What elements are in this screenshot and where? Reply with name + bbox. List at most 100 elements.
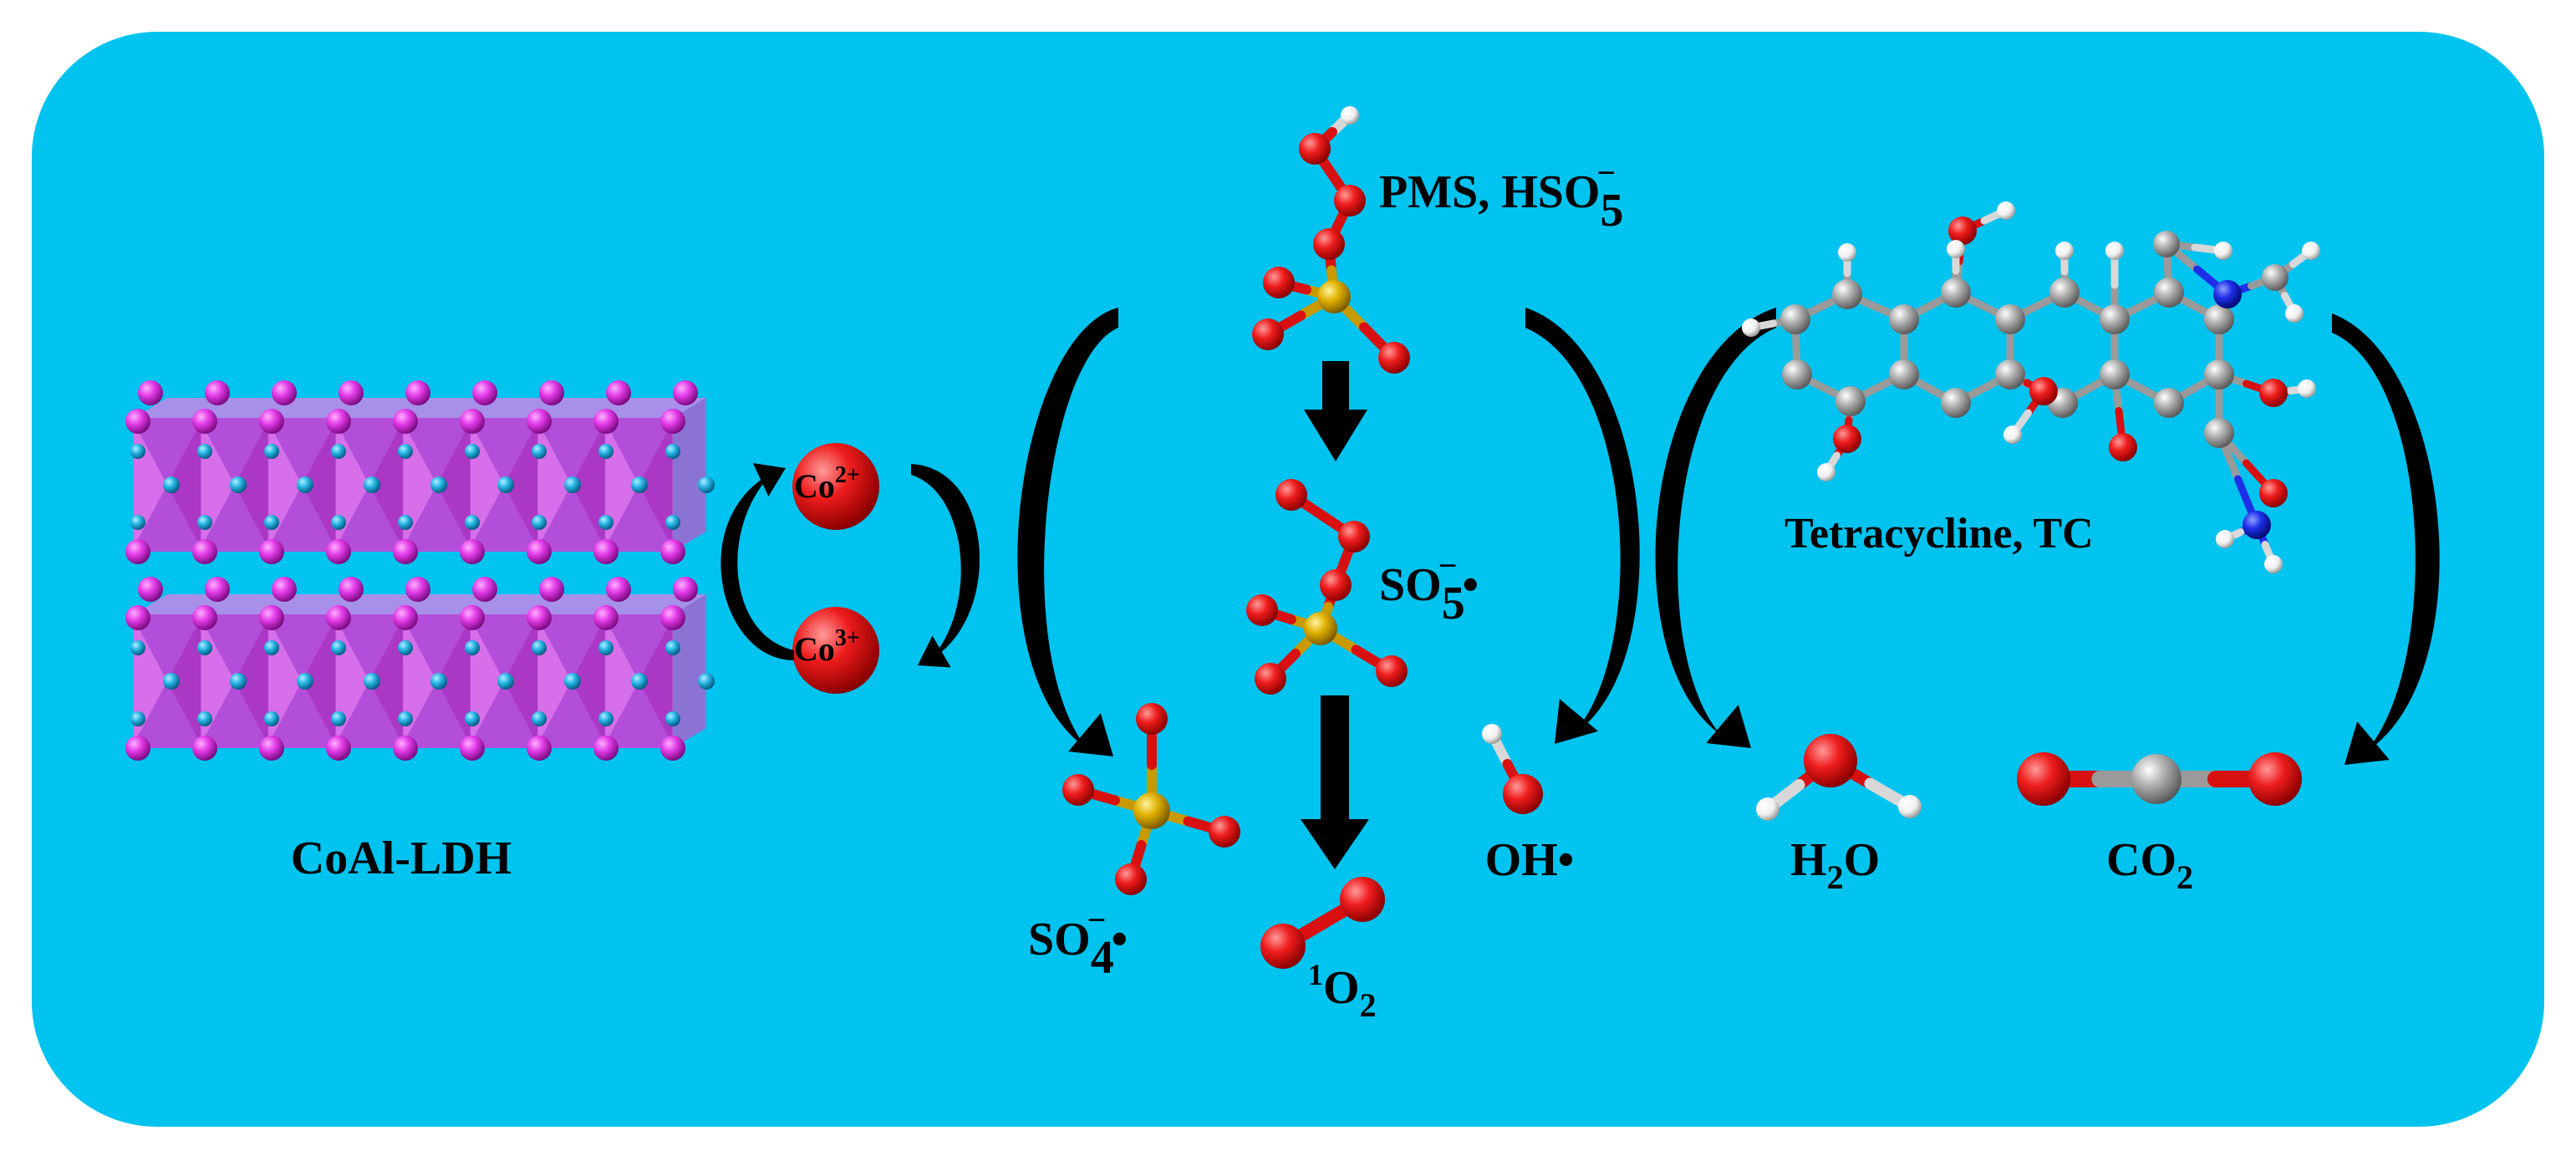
atom-o: [1313, 228, 1345, 260]
curved-arrow-co2-to-co3: [911, 464, 980, 660]
octahedron-facet: [436, 422, 471, 547]
metal-sphere: [532, 444, 547, 459]
atom-c: [2100, 359, 2130, 390]
octahedron-facet: [369, 619, 403, 744]
metal-sphere: [197, 711, 212, 726]
octahedron-facet: [167, 619, 201, 744]
atom-c: [1832, 279, 1862, 309]
oxygen-sphere: [259, 409, 284, 434]
atom-o: [2259, 379, 2288, 407]
oxygen-sphere: [326, 736, 351, 761]
metal-sphere: [598, 711, 613, 726]
peroxymonosulfate-radical-icon: [1246, 479, 1408, 695]
curved-arrow-to-co2: [2332, 313, 2440, 752]
octahedron-facet: [302, 422, 336, 547]
atom-h: [2055, 242, 2074, 260]
oxygen-sphere: [125, 409, 150, 434]
oxygen-sphere: [460, 539, 485, 564]
octahedron-facet: [369, 422, 403, 547]
metal-sphere: [130, 444, 145, 459]
oxygen-sphere: [138, 577, 163, 602]
oxygen-sphere: [272, 577, 297, 602]
metal-sphere: [230, 673, 247, 690]
atom-c: [2154, 278, 2184, 308]
metal-sphere: [297, 476, 313, 493]
oxygen-sphere: [593, 409, 619, 434]
oxygen-sphere: [472, 577, 497, 602]
atom-h: [2003, 425, 2022, 444]
atom-n: [2243, 511, 2271, 539]
metal-sphere: [163, 476, 180, 493]
octahedron-facet: [639, 422, 673, 547]
metal-sphere: [130, 711, 145, 726]
ion-sphere: [792, 443, 879, 530]
oxygen-sphere: [192, 605, 217, 630]
atom-h: [2302, 242, 2320, 260]
atom-o: [2109, 433, 2137, 461]
metal-sphere: [331, 711, 346, 726]
octahedron-facet: [167, 422, 201, 547]
oxygen-sphere: [205, 577, 230, 602]
arrowhead: [1706, 705, 1751, 748]
metal-sphere: [698, 673, 715, 690]
arrowhead: [1068, 713, 1113, 756]
atom-o: [1320, 569, 1352, 601]
co2plus-label: Co2+: [794, 462, 860, 505]
oxygen-sphere: [593, 605, 619, 630]
atom-o: [1209, 816, 1240, 848]
curved-arrow-to-water: [1655, 308, 1776, 736]
atom-o: [1948, 216, 1977, 245]
metal-sphere: [465, 640, 480, 655]
oxygen-sphere: [205, 380, 230, 405]
atom-o: [1804, 734, 1857, 787]
carbon-dioxide-icon: [2017, 752, 2302, 806]
metal-sphere: [430, 476, 447, 493]
atom-o: [1376, 655, 1408, 687]
metal-sphere: [331, 515, 346, 530]
oxygen-sphere: [326, 605, 351, 630]
cobalt-ion-icon: [792, 607, 879, 694]
so4-radical-label: SO4−•: [1028, 901, 1128, 984]
atom-c: [1835, 386, 1866, 416]
atom-o: [2017, 752, 2070, 806]
metal-sphere: [532, 711, 547, 726]
oxygen-sphere: [393, 539, 418, 564]
cobalt-redox-cycle: Co2+ Co3+: [792, 443, 879, 694]
atom-c: [1941, 278, 1971, 308]
carbon-dioxide-label: CO2: [2106, 834, 2193, 896]
co3plus-label: Co3+: [794, 625, 860, 668]
pollutant-label: Tetracycline, TC: [1784, 510, 2094, 558]
atom-o: [1340, 877, 1385, 922]
metal-sphere: [631, 673, 648, 690]
reaction-arrows: [720, 308, 2440, 869]
straight-arrow-shaft: [1322, 361, 1349, 411]
metal-sphere: [398, 444, 413, 459]
atom-h: [2214, 242, 2232, 260]
atom-h: [2298, 379, 2316, 398]
water-molecule-icon: [1756, 734, 1922, 821]
metal-sphere: [665, 711, 680, 726]
metal-sphere: [631, 476, 648, 493]
metal-sphere: [532, 515, 547, 530]
arrowhead: [918, 635, 951, 668]
oxygen-sphere: [405, 380, 430, 405]
metal-sphere: [331, 444, 346, 459]
atom-h: [1341, 106, 1359, 125]
atom-o: [1275, 479, 1307, 511]
oxygen-sphere: [539, 380, 564, 405]
pms-molecule-icon: [1252, 106, 1410, 374]
atom-c: [2204, 304, 2234, 334]
metal-sphere: [297, 673, 313, 690]
atom-o: [1378, 342, 1410, 374]
oxygen-sphere: [660, 736, 685, 761]
oxygen-sphere: [272, 380, 297, 405]
oxygen-sphere: [593, 539, 619, 564]
atom-h: [1482, 724, 1502, 744]
oxygen-sphere: [539, 577, 564, 602]
atom-c: [1782, 359, 1812, 390]
metal-sphere: [598, 444, 613, 459]
octahedron-facet: [571, 422, 605, 547]
atom-c: [2204, 418, 2234, 448]
octahedron-facet: [639, 619, 673, 744]
